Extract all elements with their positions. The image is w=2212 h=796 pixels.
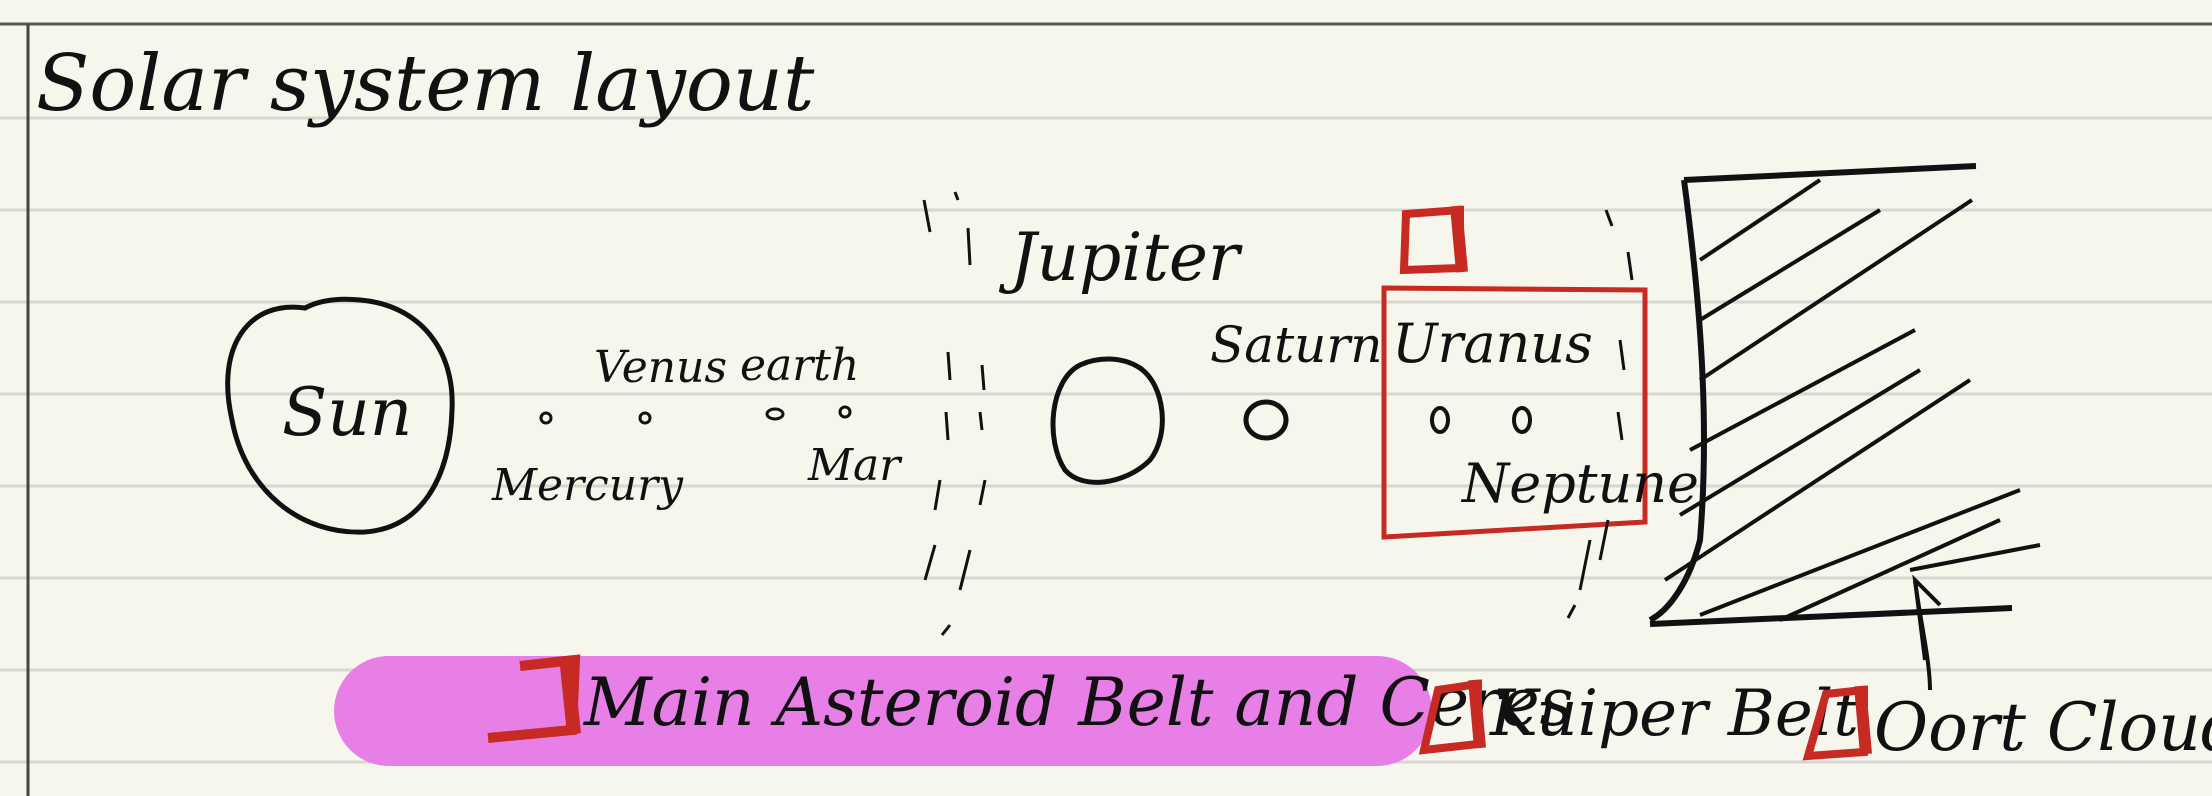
kuiper-belt-label: Kuiper Belt (1489, 677, 1859, 751)
legend-item-kuiper-belt: Kuiper Belt (1418, 677, 1859, 755)
kuiper-belt-checkbox-mark (1468, 679, 1486, 749)
asteroid-belt-highlight (334, 656, 1432, 766)
sun-label: Sun (282, 374, 412, 451)
asteroid-belt-label: Main Asteroid Belt and Ceres (583, 664, 1574, 741)
uranus-label: Uranus (1392, 312, 1593, 375)
kuiper-belt-dashes (1566, 209, 1634, 619)
asteroid-belt-dashes (922, 191, 987, 636)
oort-cloud-hatch (1648, 163, 2041, 691)
red-checkbox-top-mark (1450, 205, 1468, 273)
page-title: Solar system layout (36, 39, 815, 129)
jupiter-label: Jupiter (998, 219, 1243, 296)
mercury-dot (539, 411, 553, 425)
venus-dot (638, 411, 652, 425)
oort-cloud-label: Oort Cloud (1874, 689, 2212, 766)
legend-item-oort-cloud: Oort Cloud (1802, 685, 2212, 766)
mars-label: Mar (807, 440, 903, 491)
venus-label: Venus (594, 342, 727, 393)
mercury-label: Mercury (491, 460, 684, 511)
neptune-label: Neptune (1460, 452, 1699, 515)
uranus-dot (1430, 406, 1450, 434)
earth-label: earth (740, 340, 859, 391)
neptune-dot (1512, 406, 1532, 434)
oort-cloud-checkbox-mark (1854, 685, 1872, 755)
earth-dot (765, 407, 785, 421)
saturn-circle (1243, 399, 1289, 441)
saturn-label: Saturn (1210, 316, 1382, 374)
sun-circle (225, 296, 455, 535)
uranus-neptune-box (1381, 285, 1648, 540)
asteroid-belt-checkbox-mark (559, 655, 581, 735)
jupiter-circle (1050, 356, 1165, 485)
mars-dot (838, 405, 852, 419)
legend-item-asteroid-belt: Main Asteroid Belt and Ceres (487, 654, 1574, 743)
